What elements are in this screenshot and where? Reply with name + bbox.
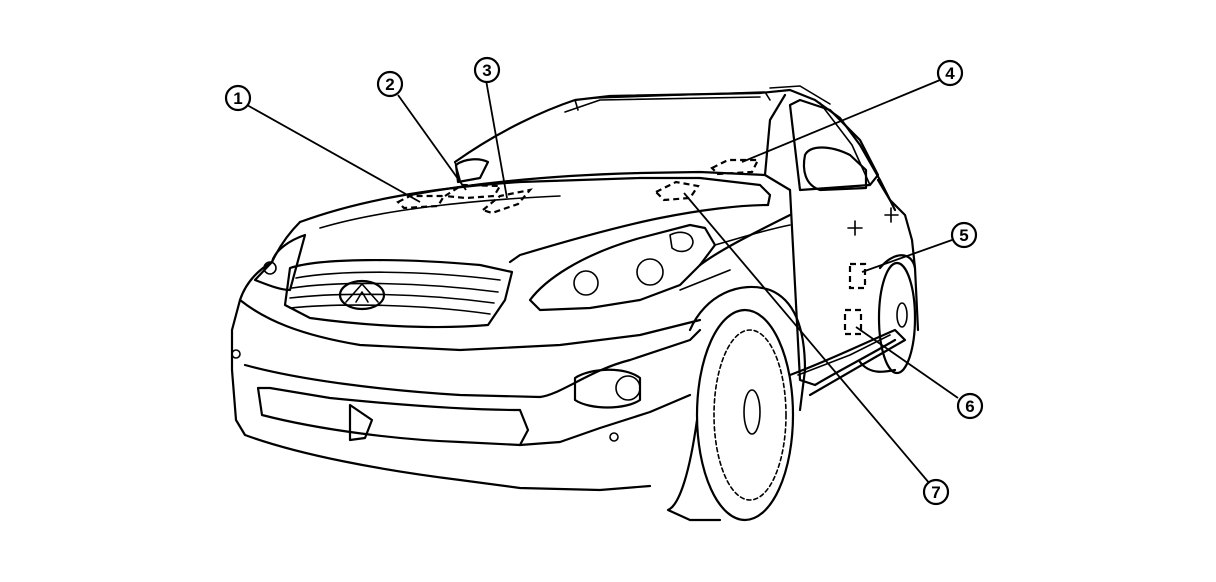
callout-3-label: 3 (482, 61, 491, 80)
callout-5: 5 (950, 221, 978, 249)
callout-7: 7 (922, 478, 950, 506)
callout-4-label: 4 (945, 64, 955, 83)
component-7-outline (654, 180, 700, 202)
component-1-outline (396, 194, 446, 210)
callout-5-label: 5 (959, 226, 968, 245)
component-5-outline (848, 262, 867, 290)
leader-line-5 (861, 239, 953, 273)
leader-line-6 (855, 326, 959, 399)
leader-lines (246, 79, 959, 485)
vehicle-outline (230, 85, 920, 522)
component-markers (396, 158, 867, 336)
callout-1: 1 (224, 84, 252, 112)
leader-line-1 (246, 104, 421, 203)
callout-4: 4 (936, 59, 964, 87)
leader-line-2 (397, 94, 467, 191)
leader-line-4 (741, 79, 941, 163)
callout-2: 2 (376, 70, 404, 98)
component-2-outline (441, 183, 502, 200)
callout-6-label: 6 (965, 397, 974, 416)
callout-1-label: 1 (233, 89, 242, 108)
leader-line-3 (485, 79, 508, 199)
component-3-outline (480, 188, 533, 215)
callout-6: 6 (956, 392, 984, 420)
callout-7-label: 7 (931, 483, 940, 502)
callout-2-label: 2 (385, 75, 394, 94)
leader-line-7 (683, 192, 931, 485)
component-4-outline (710, 158, 760, 176)
component-6-outline (843, 308, 863, 336)
callouts: 1 2 3 4 5 6 7 (224, 56, 984, 506)
callout-3: 3 (473, 56, 501, 84)
